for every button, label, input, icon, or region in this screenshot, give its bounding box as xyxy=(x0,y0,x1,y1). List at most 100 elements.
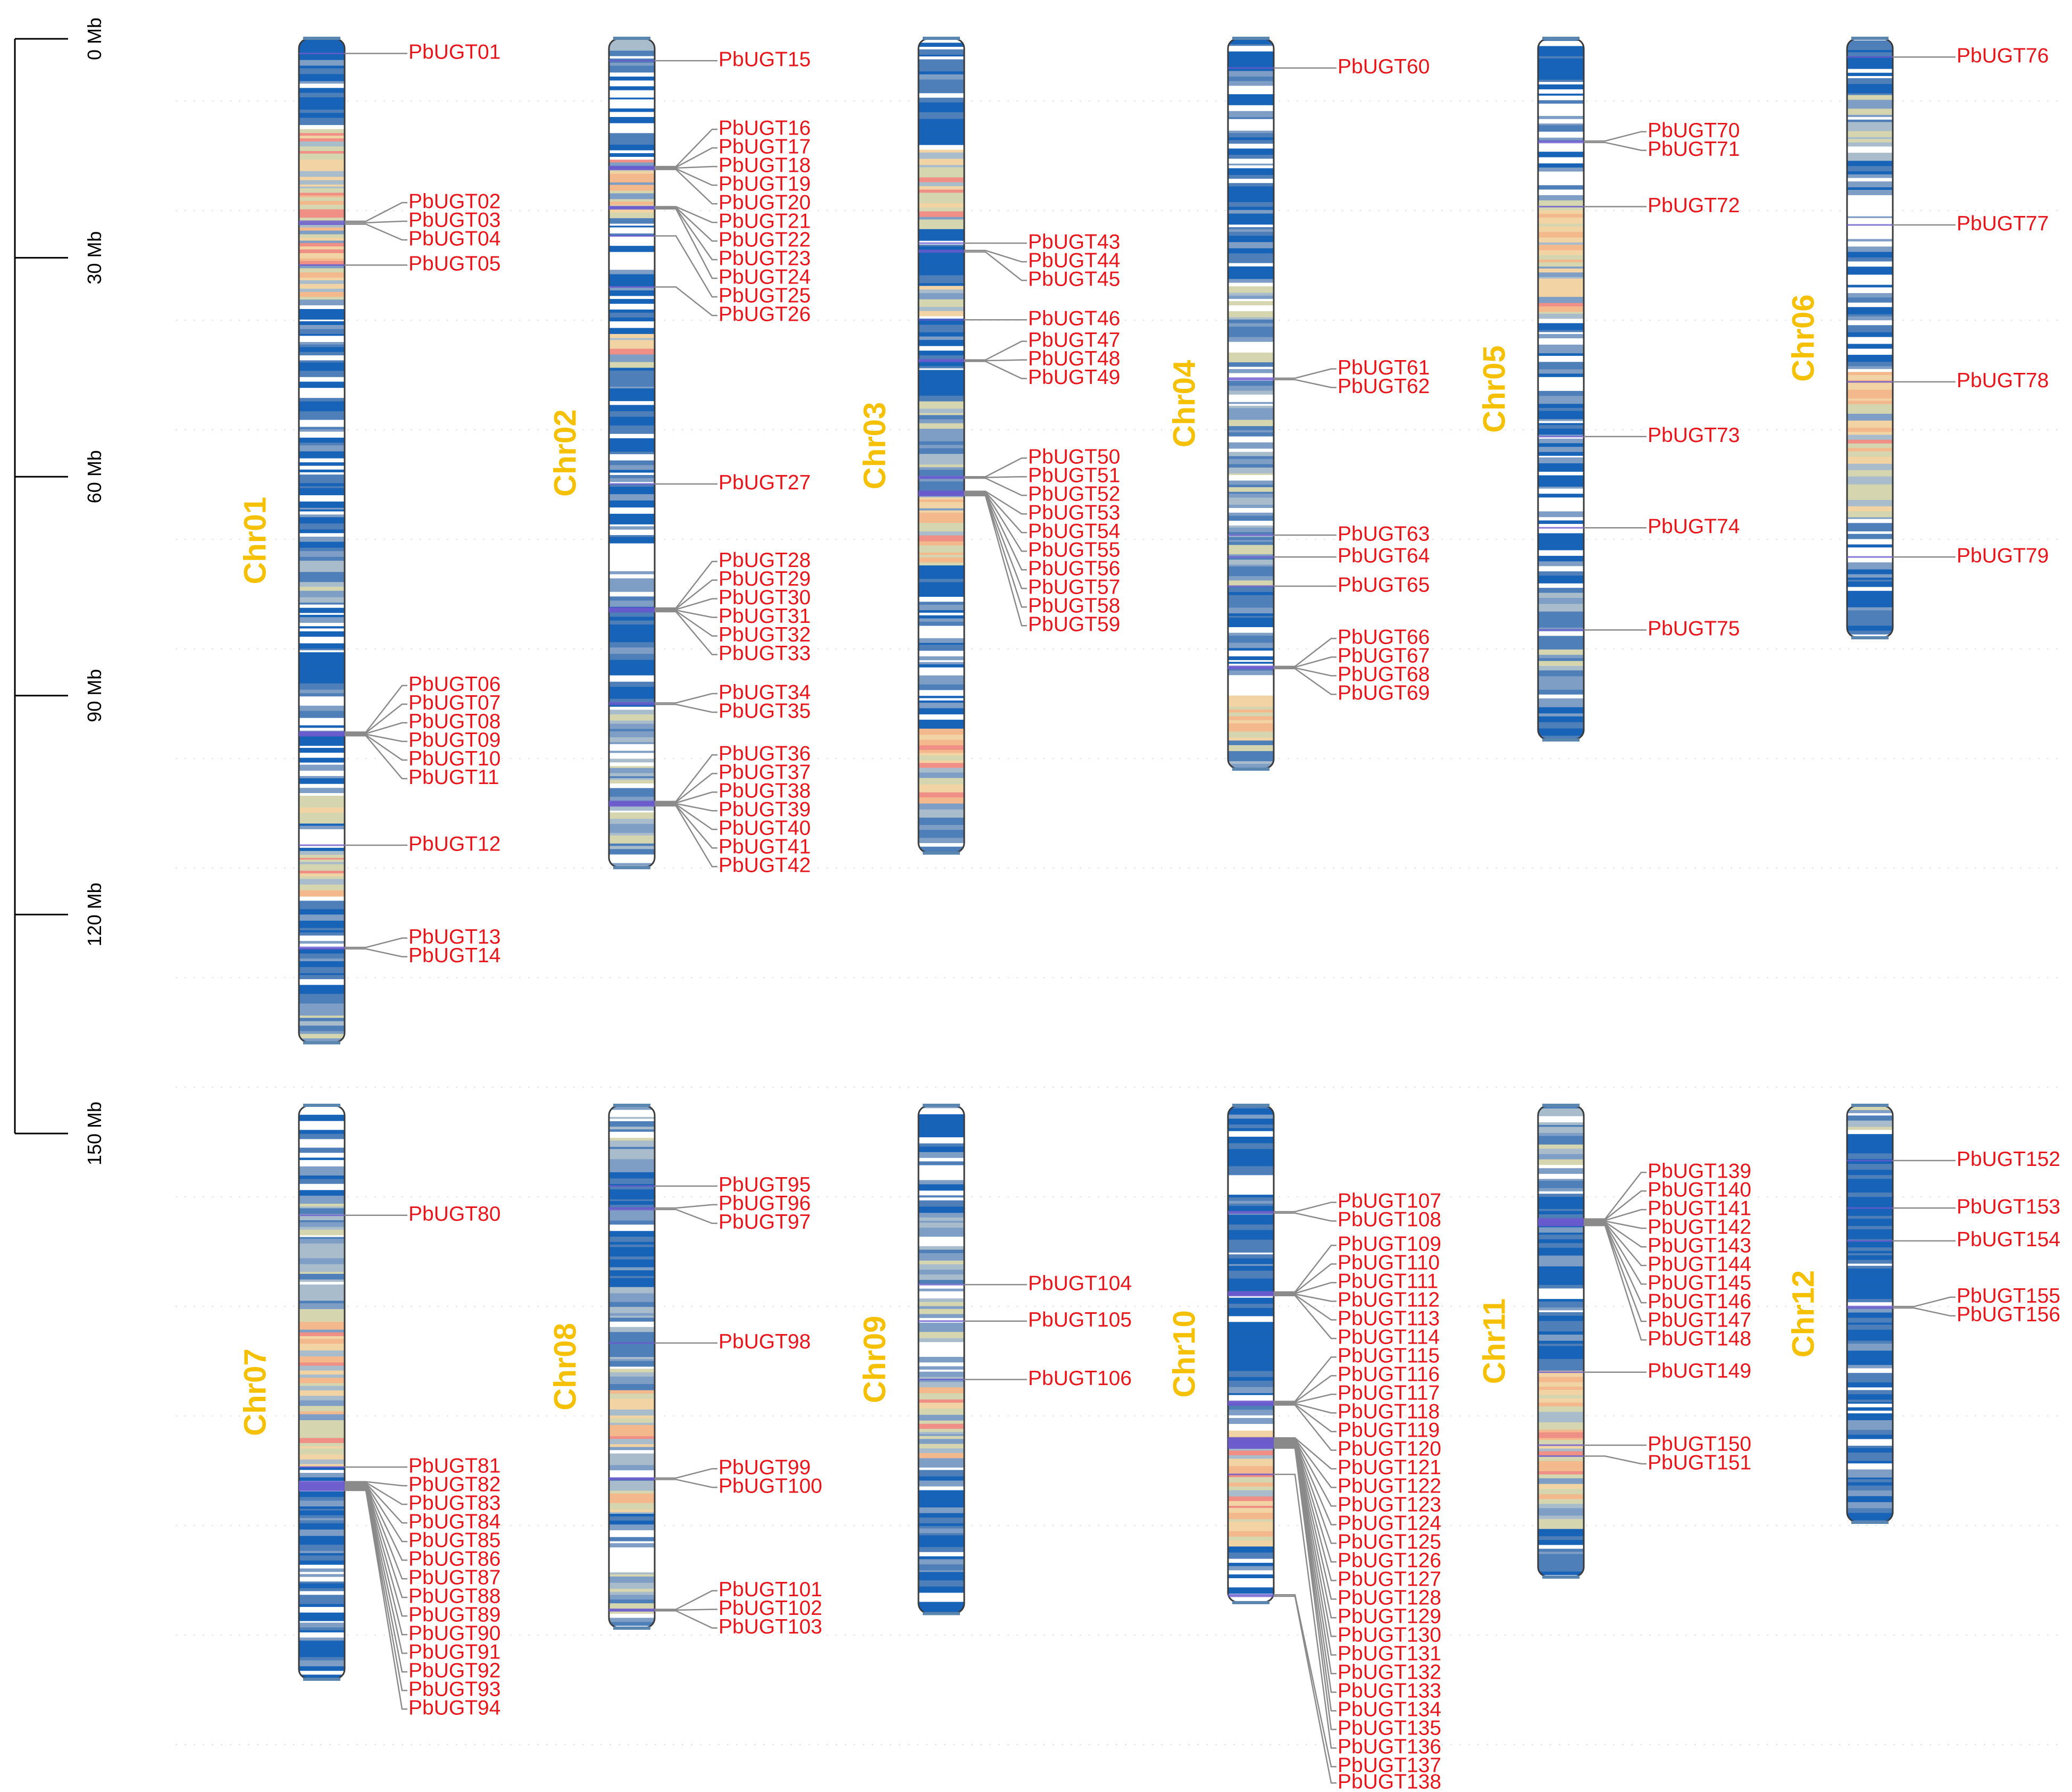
gene-label: PbUGT147 xyxy=(1648,1308,1751,1331)
gene-marker: PbUGT43 xyxy=(918,230,1120,253)
gene-label: PbUGT89 xyxy=(408,1603,500,1626)
gene-marker: PbUGT65 xyxy=(1228,573,1430,596)
gene-marker: PbUGT104 xyxy=(918,1272,1132,1295)
gene-label: PbUGT31 xyxy=(718,605,811,628)
gene-label: PbUGT36 xyxy=(718,743,811,765)
gene-connector xyxy=(655,128,717,168)
gene-marker: PbUGT34 xyxy=(609,681,811,704)
gene-label: PbUGT94 xyxy=(408,1696,500,1719)
gene-connector xyxy=(1274,1447,1336,1730)
gene-marker: PbUGT90 xyxy=(299,1487,500,1645)
chromosome-label: Chr05 xyxy=(1477,345,1511,432)
gene-connector xyxy=(1274,1437,1336,1470)
gene-label: PbUGT03 xyxy=(408,209,500,231)
gene-marker: PbUGT121 xyxy=(1228,1437,1441,1479)
gene-label: PbUGT75 xyxy=(1648,618,1740,640)
gene-marker: PbUGT103 xyxy=(609,1610,822,1638)
gene-marker: PbUGT87 xyxy=(299,1484,500,1589)
gene-label: PbUGT138 xyxy=(1338,1770,1441,1792)
gene-marker: PbUGT137 xyxy=(1228,1594,1441,1777)
gene-connector xyxy=(1274,379,1336,388)
gene-label: PbUGT80 xyxy=(408,1203,500,1226)
gene-marker: PbUGT106 xyxy=(918,1367,1132,1390)
gene-connector xyxy=(655,598,717,611)
chromosome-cap xyxy=(1232,1104,1269,1107)
gene-connector xyxy=(655,804,717,849)
gene-connector xyxy=(345,685,407,733)
gene-connector xyxy=(1274,668,1336,695)
gene-connector xyxy=(1274,1444,1336,1637)
chromosome-density-bands xyxy=(1538,39,1584,740)
gene-connector xyxy=(1274,1438,1336,1507)
gene-marker: PbUGT20 xyxy=(609,169,811,214)
gene-connector xyxy=(655,611,717,655)
gene-label: PbUGT132 xyxy=(1338,1661,1441,1684)
gene-marker: PbUGT96 xyxy=(609,1192,811,1215)
gene-marker: PbUGT05 xyxy=(299,253,500,276)
gene-label: PbUGT07 xyxy=(408,691,500,714)
gene-label: PbUGT55 xyxy=(1028,538,1120,561)
chromosome-label: Chr02 xyxy=(548,409,582,496)
gene-marker: PbUGT45 xyxy=(918,251,1120,290)
gene-label: PbUGT106 xyxy=(1028,1367,1132,1390)
gene-label: PbUGT28 xyxy=(718,549,811,572)
gene-label: PbUGT62 xyxy=(1338,375,1430,398)
gene-marker: PbUGT145 xyxy=(1538,1222,1751,1294)
gene-marker: PbUGT49 xyxy=(918,360,1120,389)
gene-connector xyxy=(1274,1403,1336,1414)
gene-connector xyxy=(1584,1222,1647,1285)
gene-label: PbUGT156 xyxy=(1957,1303,2060,1326)
gene-marker: PbUGT134 xyxy=(1228,1446,1441,1721)
gene-label: PbUGT150 xyxy=(1648,1432,1751,1455)
gene-label: PbUGT04 xyxy=(408,227,500,250)
gene-label: PbUGT119 xyxy=(1338,1419,1440,1442)
gene-label: PbUGT13 xyxy=(408,926,500,948)
gene-label: PbUGT39 xyxy=(718,798,811,821)
gene-marker: PbUGT82 xyxy=(299,1473,500,1496)
gene-marker: PbUGT85 xyxy=(299,1483,500,1552)
gene-label: PbUGT37 xyxy=(718,761,811,784)
gene-marker: PbUGT127 xyxy=(1228,1441,1441,1591)
chromosome-density-bands xyxy=(1847,39,1893,638)
gene-label: PbUGT71 xyxy=(1648,138,1740,161)
gene-connector xyxy=(1274,1263,1336,1294)
gene-connector xyxy=(345,1487,407,1636)
gene-connector xyxy=(345,734,407,761)
gene-connector xyxy=(345,1483,407,1561)
gene-label: PbUGT93 xyxy=(408,1678,500,1701)
gene-label: PbUGT118 xyxy=(1338,1401,1440,1423)
gene-marker: PbUGT102 xyxy=(609,1597,822,1620)
chromosome-cap xyxy=(613,1104,650,1107)
gene-connector xyxy=(964,359,1027,362)
gene-connector xyxy=(345,948,407,957)
chromosome-chr01: Chr01PbUGT01PbUGT02PbUGT03PbUGT04PbUGT05… xyxy=(238,37,500,1045)
gene-connector xyxy=(1274,667,1336,677)
gene-connector xyxy=(345,722,407,735)
gene-connector xyxy=(1274,656,1336,668)
gene-label: PbUGT60 xyxy=(1338,55,1430,78)
chromosome-density-bands xyxy=(299,1106,345,1679)
gene-connector xyxy=(1584,1221,1647,1248)
background-grid xyxy=(176,101,2063,1745)
gene-connector xyxy=(655,1204,717,1209)
gene-label: PbUGT42 xyxy=(718,854,811,877)
gene-label: PbUGT86 xyxy=(408,1547,500,1570)
gene-label: PbUGT146 xyxy=(1648,1290,1751,1313)
gene-label: PbUGT51 xyxy=(1028,464,1120,487)
gene-marker: PbUGT73 xyxy=(1538,424,1740,447)
gene-label: PbUGT139 xyxy=(1648,1160,1751,1182)
chromosome-cap xyxy=(923,37,960,40)
gene-connector xyxy=(964,493,1027,571)
gene-label: PbUGT144 xyxy=(1648,1253,1751,1276)
gene-label: PbUGT35 xyxy=(718,699,811,722)
gene-label: PbUGT50 xyxy=(1028,445,1120,468)
gene-marker: PbUGT155 xyxy=(1847,1285,2060,1307)
gene-label: PbUGT40 xyxy=(718,817,811,840)
gene-marker: PbUGT59 xyxy=(918,495,1120,636)
gene-marker: PbUGT02 xyxy=(299,190,500,222)
gene-label: PbUGT38 xyxy=(718,780,811,803)
gene-connector xyxy=(655,206,717,223)
gene-marker: PbUGT98 xyxy=(609,1330,811,1353)
gene-label: PbUGT11 xyxy=(408,766,499,789)
gene-label: PbUGT140 xyxy=(1648,1178,1751,1201)
